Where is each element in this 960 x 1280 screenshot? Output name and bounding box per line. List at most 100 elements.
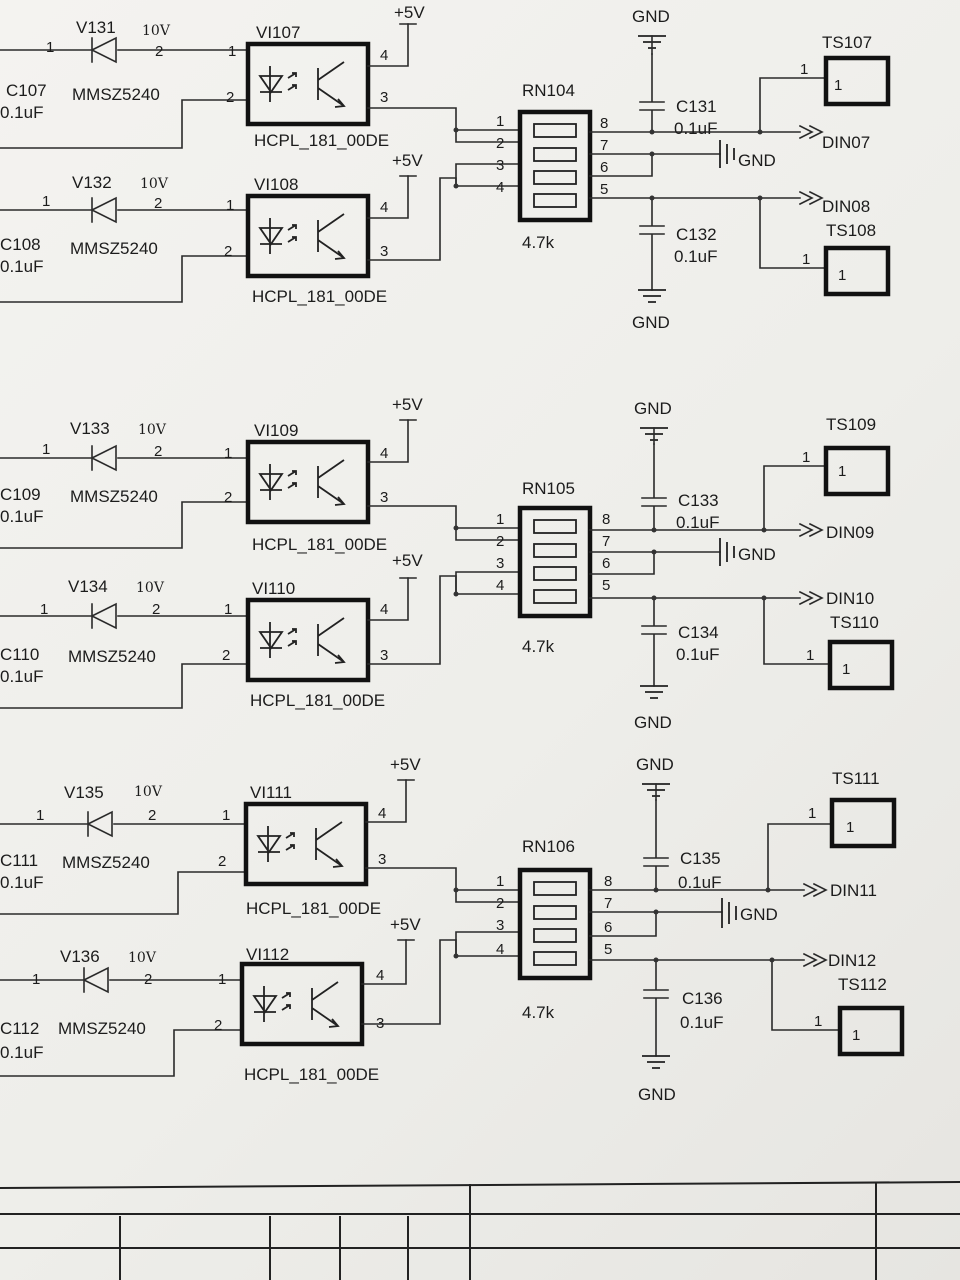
supply-label: +5V (390, 755, 421, 774)
zener-part: MMSZ5240 (70, 487, 158, 506)
pin-label: 3 (378, 851, 386, 868)
pin-label: 2 (152, 601, 160, 618)
zener-ref: V134 (68, 577, 108, 596)
cap-value: 0.1uF (0, 103, 43, 122)
opto-ref: VI112 (246, 945, 289, 964)
pin-label: 3 (380, 489, 388, 506)
zener-ref: V133 (70, 419, 110, 438)
opto-ref: VI108 (254, 175, 298, 194)
zener-ref: V136 (60, 947, 100, 966)
cap-ref: C107 (6, 81, 47, 100)
pin-label: 3 (380, 89, 388, 106)
cap-value: 0.1uF (0, 667, 43, 686)
cap-value: 0.1uF (678, 873, 721, 892)
opto-ref: VI111 (250, 783, 292, 802)
pin-label: 2 (148, 807, 156, 824)
pin-label: 1 (218, 971, 226, 988)
title-block-grid (0, 1181, 960, 1280)
pin-label: 3 (380, 243, 388, 260)
pin-label: 1 (226, 197, 234, 214)
pin-label: 4 (496, 577, 504, 594)
cap-ref: C132 (676, 225, 717, 244)
pin-label: 4 (376, 967, 384, 984)
pin-label: 4 (496, 941, 504, 958)
cap-ref: C112 (0, 1019, 39, 1038)
pin-label: 1 (802, 251, 810, 268)
pin-label: 2 (224, 243, 232, 260)
pin-label: 2 (222, 647, 230, 664)
cap-ref: C136 (682, 989, 723, 1008)
ts-ref: TS112 (838, 975, 887, 994)
pin-label: 7 (600, 137, 608, 154)
zener-voltage: 10V (142, 23, 171, 39)
opto-part: HCPL_181_00DE (250, 691, 385, 710)
pin-label: 1 (496, 873, 504, 890)
zener-part: MMSZ5240 (72, 85, 160, 104)
pin-label: 7 (604, 895, 612, 912)
rn-ref: RN104 (522, 81, 575, 100)
channel-vi108: V132 10V 1 2 MMSZ5240 C108 0.1uF VI108 1… (0, 151, 521, 306)
pin-label: 1 (846, 819, 854, 836)
pin-label: 3 (496, 157, 504, 174)
opto-part: HCPL_181_00DE (254, 131, 389, 150)
cap-ref: C134 (678, 623, 719, 642)
zener-part: MMSZ5240 (58, 1019, 146, 1038)
group-rn105: V133 10V 1 2 MMSZ5240 C109 0.1uF VI109 1… (0, 395, 892, 732)
rn-ref: RN105 (522, 479, 575, 498)
cap-value: 0.1uF (676, 645, 719, 664)
rn-value: 4.7k (522, 1003, 555, 1022)
gnd-label: GND (638, 1085, 676, 1104)
group-rn106: V135 10V 1 2 MMSZ5240 C111 0.1uF VI111 1… (0, 755, 902, 1104)
zener-voltage: 10V (140, 176, 169, 192)
pin-label: 4 (378, 805, 386, 822)
pin-label: 1 (842, 661, 850, 678)
pin-label: 2 (214, 1017, 222, 1034)
pin-label: 5 (600, 181, 608, 198)
pin-label: 1 (838, 463, 846, 480)
zener-part: MMSZ5240 (70, 239, 158, 258)
gnd-label: GND (632, 7, 670, 26)
din-label: DIN10 (826, 589, 874, 608)
pin-label: 1 (36, 807, 44, 824)
zener-voltage: 10V (128, 950, 157, 966)
din-label: DIN08 (822, 197, 870, 216)
cap-value: 0.1uF (0, 873, 43, 892)
pin-label: 1 (838, 267, 846, 284)
pin-label: 4 (380, 199, 388, 216)
opto-part: HCPL_181_00DE (244, 1065, 379, 1084)
pin-label: 1 (808, 805, 816, 822)
pin-label: 5 (602, 577, 610, 594)
cap-ref: C133 (678, 491, 719, 510)
gnd-label: GND (634, 399, 672, 418)
supply-label: +5V (392, 395, 423, 414)
pin-label: 2 (226, 89, 234, 106)
gnd-label: GND (632, 313, 670, 332)
pin-label: 8 (600, 115, 608, 132)
pin-label: 1 (224, 601, 232, 618)
zener-voltage: 10V (136, 580, 165, 596)
pin-label: 1 (42, 193, 50, 210)
cap-value: 0.1uF (674, 247, 717, 266)
supply-label: +5V (390, 915, 421, 934)
ts-ref: TS111 (832, 769, 880, 788)
pin-label: 2 (496, 135, 504, 152)
supply-label: +5V (394, 3, 425, 22)
rn-value: 4.7k (522, 637, 555, 656)
pin-label: 1 (42, 441, 50, 458)
din-label: DIN09 (826, 523, 874, 542)
pin-label: 1 (814, 1013, 822, 1030)
zener-ref: V135 (64, 783, 104, 802)
channel-vi109: V133 10V 1 2 MMSZ5240 C109 0.1uF VI109 1… (0, 395, 521, 554)
pin-label: 4 (496, 179, 504, 196)
zener-part: MMSZ5240 (62, 853, 150, 872)
pin-label: 5 (604, 941, 612, 958)
gnd-label: GND (738, 151, 776, 170)
pin-label: 1 (834, 77, 842, 94)
zener-voltage: 10V (138, 422, 167, 438)
zener-ref: V132 (72, 173, 112, 192)
opto-part: HCPL_181_00DE (246, 899, 381, 918)
channel-vi110: V134 10V 1 2 MMSZ5240 C110 0.1uF VI110 1… (0, 551, 521, 710)
zener-ref: V131 (76, 18, 116, 37)
cap-value: 0.1uF (676, 513, 719, 532)
